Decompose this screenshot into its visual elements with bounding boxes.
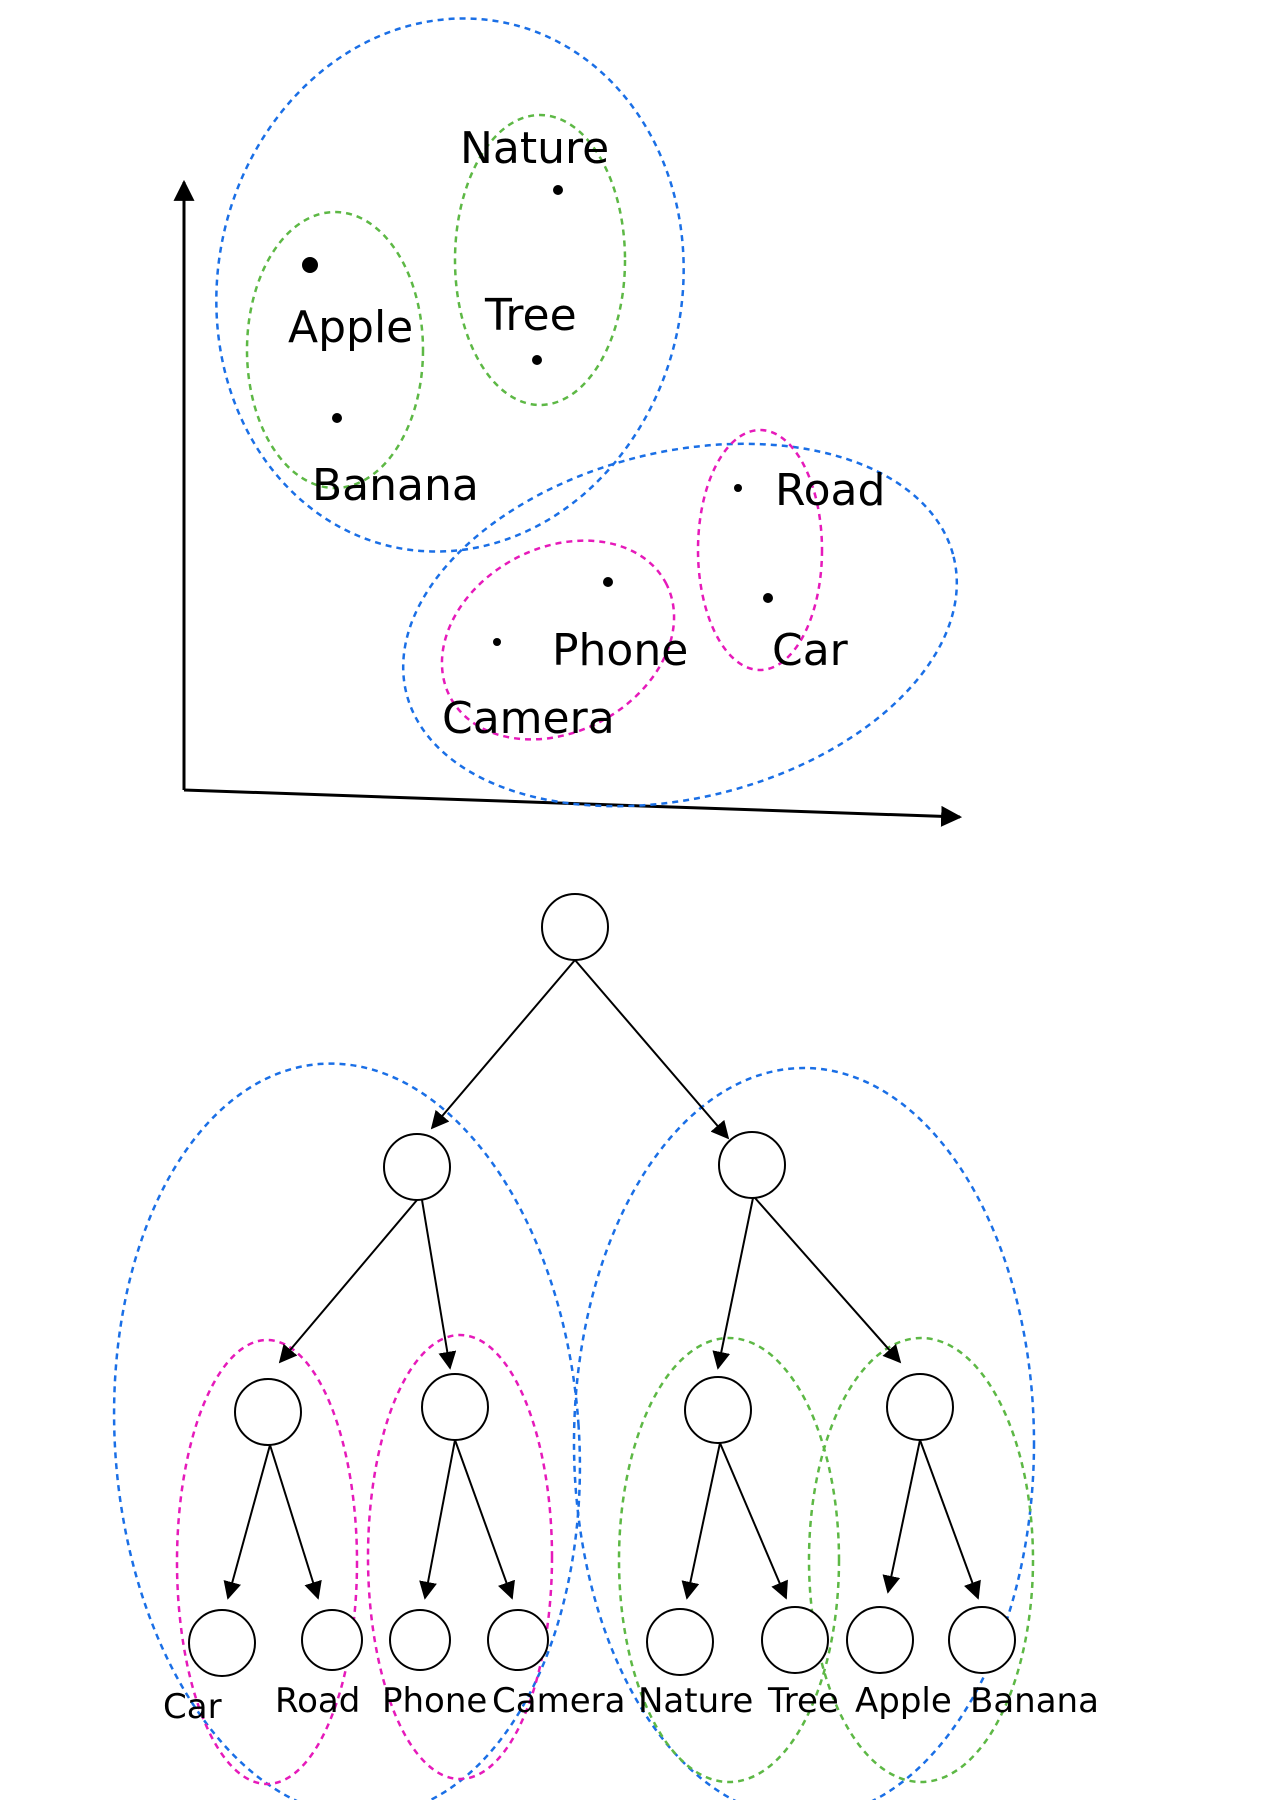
edge-a-car: [223, 1444, 271, 1600]
node-a: [234, 1378, 302, 1446]
edge-root-left: [430, 959, 576, 1130]
edge-a-road: [269, 1444, 322, 1600]
label-road: Road: [775, 465, 885, 516]
edge-b-camera: [454, 1439, 515, 1600]
cluster-nature-food: [215, 17, 685, 553]
tree-nodes: [188, 893, 1016, 1677]
leaf-tree: [761, 1606, 829, 1674]
leaf-banana: [948, 1606, 1016, 1674]
cluster-tech-transport: [401, 442, 959, 808]
edge-c-nature: [681, 1442, 721, 1600]
leaf-label-phone: Phone: [382, 1681, 487, 1721]
edge-right-b: [754, 1197, 902, 1364]
edge-right-a: [712, 1197, 754, 1370]
edge-c-tree: [719, 1442, 788, 1600]
node-d: [886, 1373, 954, 1441]
scatter-plot: Nature Tree Apple Banana Road Phone Car …: [173, 17, 963, 827]
node-c: [684, 1376, 752, 1444]
edge-b-phone: [419, 1439, 456, 1600]
leaf-label-apple: Apple: [855, 1681, 952, 1721]
leaf-label-nature: Nature: [638, 1681, 753, 1721]
label-apple: Apple: [288, 302, 413, 353]
point-camera: [493, 638, 501, 646]
leaf-phone: [389, 1609, 451, 1671]
point-nature: [553, 185, 563, 195]
tree-cluster-apple-banana: [807, 1336, 1035, 1784]
leaf-car: [188, 1609, 256, 1677]
edge-left-a: [278, 1199, 418, 1364]
leaf-road: [301, 1609, 363, 1671]
cluster-road-car: [696, 428, 824, 672]
leaf-apple: [846, 1606, 914, 1674]
edge-d-apple: [882, 1439, 921, 1594]
edge-d-banana: [919, 1439, 981, 1600]
point-phone: [603, 577, 613, 587]
x-axis: [183, 788, 963, 827]
cluster-fruits: [245, 210, 425, 490]
leaf-label-camera: Camera: [492, 1681, 625, 1721]
leaf-label-banana: Banana: [970, 1681, 1099, 1721]
node-b: [421, 1373, 489, 1441]
label-banana: Banana: [312, 460, 479, 511]
tree-cluster-phone-camera: [366, 1333, 554, 1781]
tree-cluster-left: [112, 1062, 582, 1800]
tree-cluster-right: [572, 1066, 1036, 1800]
node-left: [383, 1133, 451, 1201]
leaf-nature: [646, 1608, 714, 1676]
label-camera: Camera: [442, 693, 615, 744]
point-car: [763, 593, 773, 603]
tree-edges: [223, 959, 981, 1600]
label-tree: Tree: [484, 290, 577, 341]
point-banana: [332, 413, 342, 423]
hierarchy-tree: Car Road Phone Camera Nature Tree Apple …: [112, 893, 1099, 1800]
cluster-phone-camera: [440, 539, 676, 741]
leaf-label-car: Car: [163, 1687, 222, 1727]
cluster-nature-tree: [453, 113, 627, 407]
leaf-label-road: Road: [275, 1681, 360, 1721]
node-root: [541, 893, 609, 961]
tree-cluster-nature-tree: [617, 1336, 841, 1784]
leaf-camera: [487, 1609, 549, 1671]
edge-root-right: [574, 959, 730, 1140]
point-road: [734, 484, 742, 492]
label-phone: Phone: [552, 625, 688, 676]
leaf-label-tree: Tree: [767, 1681, 839, 1721]
label-car: Car: [772, 625, 849, 676]
edge-left-b: [421, 1199, 457, 1370]
point-tree: [532, 355, 542, 365]
node-right: [718, 1131, 786, 1199]
tree-cluster-car-road: [175, 1338, 359, 1786]
point-apple: [302, 257, 318, 273]
label-nature: Nature: [460, 123, 609, 174]
